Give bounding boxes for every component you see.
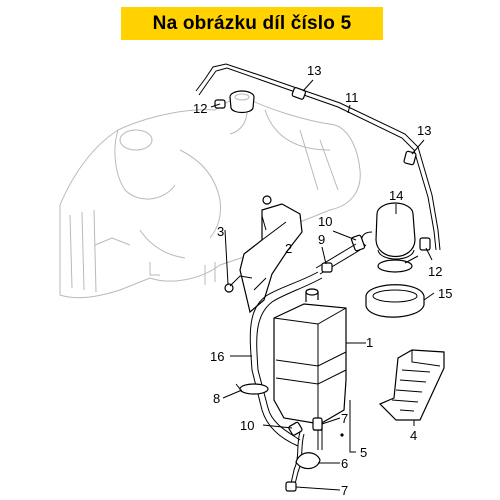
lower-hose-assembly <box>285 417 323 492</box>
clamp-8 <box>235 383 269 395</box>
connector-10-right <box>350 234 366 252</box>
callout-3: 3 <box>217 224 224 239</box>
callout-14: 14 <box>389 188 403 203</box>
title-banner: Na obrázku díl číslo 5 <box>121 7 383 40</box>
callout-1: 1 <box>366 335 373 350</box>
banner-title: Na obrázku díl číslo 5 <box>152 12 352 34</box>
part-14-valve <box>361 202 419 273</box>
vent-hose-11 <box>195 63 441 251</box>
callout-4: 4 <box>410 428 417 443</box>
callout-7-lower: 7 <box>341 483 348 498</box>
clamp-12-right <box>419 237 431 251</box>
callout-15: 15 <box>438 286 452 301</box>
part-1-canister <box>273 288 347 431</box>
callout-5: 5 <box>360 445 367 460</box>
callout-13-top: 13 <box>307 63 321 78</box>
callout-10-lower: 10 <box>240 418 254 433</box>
callout-9: 9 <box>318 232 325 247</box>
hose-9 <box>315 243 361 275</box>
callout-labels: 13 12 11 13 14 10 9 3 2 12 15 16 1 8 4 1… <box>193 63 452 498</box>
filler-neck <box>229 90 255 114</box>
callout-10-upper: 10 <box>318 214 332 229</box>
callout-2: 2 <box>285 241 292 256</box>
callout-8: 8 <box>213 391 220 406</box>
part-4-shield <box>378 349 445 421</box>
callout-16: 16 <box>210 349 224 364</box>
bracket-2 <box>224 195 303 314</box>
callout-7-upper: 7 <box>341 411 348 426</box>
callout-12-right: 12 <box>428 264 442 279</box>
clamp-13-top <box>291 87 307 100</box>
part-15-ring <box>365 284 425 318</box>
clamp-13-right <box>403 150 417 166</box>
callout-12-left: 12 <box>193 101 207 116</box>
hose-16 <box>249 271 323 447</box>
leader-lines <box>210 79 435 491</box>
callout-6: 6 <box>341 456 348 471</box>
fuel-tank-outline <box>59 97 361 299</box>
callout-11: 11 <box>345 90 359 105</box>
callout-13-right: 13 <box>417 123 431 138</box>
